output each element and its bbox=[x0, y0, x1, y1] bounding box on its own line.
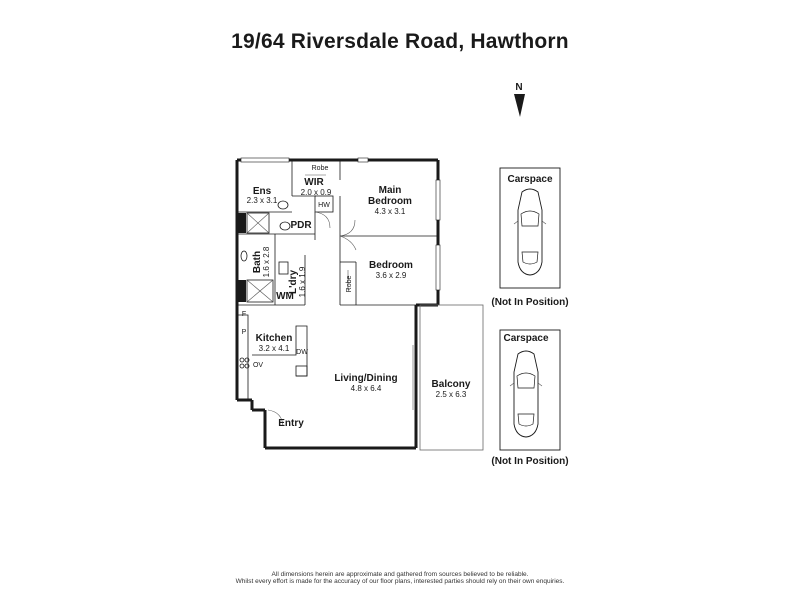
bath-dim: 1.6 x 2.8 bbox=[262, 246, 271, 277]
dw-label: DW bbox=[296, 349, 308, 356]
north-arrow-icon bbox=[514, 94, 525, 117]
car-icon bbox=[513, 188, 547, 276]
pantry-label: P bbox=[242, 329, 247, 336]
car-icon bbox=[509, 350, 543, 438]
main-bedroom-label-1: Main bbox=[379, 185, 402, 196]
main-bedroom-dim: 4.3 x 3.1 bbox=[375, 207, 406, 216]
carspace-1: Carspace (Not In Position) bbox=[491, 167, 569, 308]
hw-label: HW bbox=[318, 202, 330, 209]
kitchen-dim: 3.2 x 4.1 bbox=[259, 344, 290, 353]
robe-side-label: Robe bbox=[346, 276, 353, 293]
disclaimer: All dimensions herein are approximate an… bbox=[0, 571, 800, 585]
ens-dim: 2.3 x 3.1 bbox=[247, 196, 278, 205]
compass-label: N bbox=[515, 82, 522, 93]
balcony-dim: 2.5 x 6.3 bbox=[436, 390, 467, 399]
carspace-2-label: Carspace bbox=[503, 333, 548, 344]
kitchen-label: Kitchen bbox=[256, 333, 293, 344]
compass: N bbox=[514, 82, 525, 117]
living-label: Living/Dining bbox=[334, 373, 397, 384]
bath-label: Bath bbox=[252, 251, 263, 273]
main-bedroom-label-2: Bedroom bbox=[368, 196, 412, 207]
ov-label: OV bbox=[253, 362, 263, 369]
ldry-dim: 1.6 x 1.9 bbox=[298, 266, 307, 297]
page-title: 19/64 Riversdale Road, Hawthorn bbox=[231, 30, 569, 53]
ens-label: Ens bbox=[253, 186, 272, 197]
interior-walls bbox=[237, 160, 438, 306]
room-labels: Robe WIR 2.0 x 0.9 Ens 2.3 x 3.1 Main Be… bbox=[242, 165, 471, 429]
shower-blocks bbox=[237, 212, 274, 303]
carspace-1-note: (Not In Position) bbox=[491, 297, 568, 308]
disclaimer-line-2: Whilst every effort is made for the accu… bbox=[235, 578, 565, 585]
carspace-2-note: (Not In Position) bbox=[491, 456, 568, 467]
fixtures bbox=[237, 174, 484, 451]
wir-dim: 2.0 x 0.9 bbox=[301, 188, 332, 197]
wir-label: WIR bbox=[304, 177, 324, 188]
balcony-label: Balcony bbox=[432, 379, 471, 390]
carspace-1-label: Carspace bbox=[507, 174, 552, 185]
bedroom-dim: 3.6 x 2.9 bbox=[376, 271, 407, 280]
bedroom-label: Bedroom bbox=[369, 260, 413, 271]
robe-top-label: Robe bbox=[312, 165, 329, 172]
ldry-label: L'dry bbox=[288, 270, 299, 294]
disclaimer-line-1: All dimensions herein are approximate an… bbox=[271, 571, 529, 578]
fridge-label: F bbox=[242, 311, 246, 318]
pdr-label: PDR bbox=[290, 220, 312, 231]
windows bbox=[240, 157, 441, 291]
entry-label: Entry bbox=[278, 418, 304, 429]
living-dim: 4.8 x 6.4 bbox=[351, 384, 382, 393]
wm-label: WM bbox=[276, 291, 294, 302]
carspace-2: Carspace (Not In Position) bbox=[491, 329, 569, 467]
